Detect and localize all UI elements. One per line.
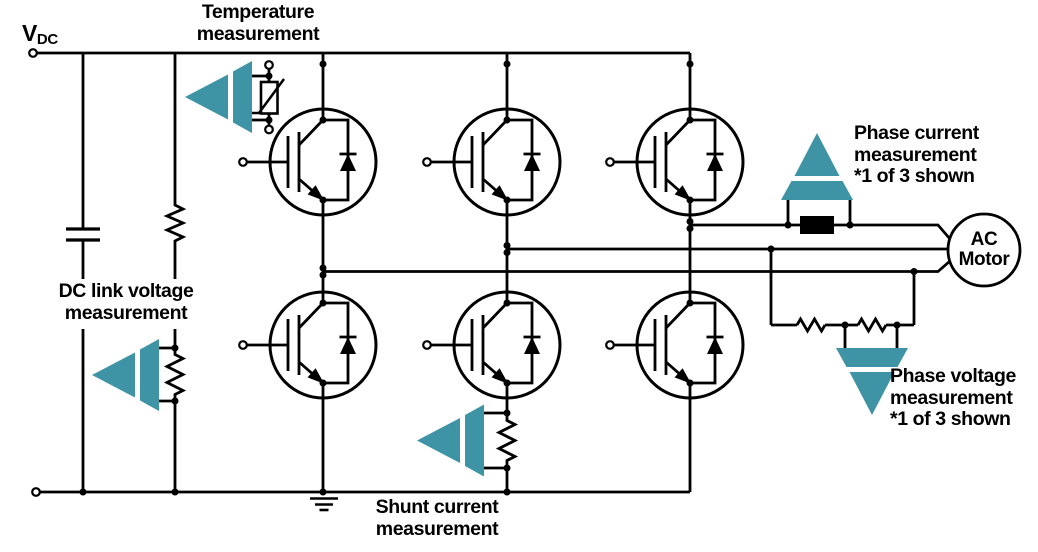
ground-icon (310, 497, 338, 512)
shunt-current-resistor (484, 411, 519, 492)
phase-current-shunt (784, 200, 854, 234)
dc-link-capacitor (66, 227, 100, 242)
vdc-subscript: DC (36, 31, 58, 48)
shunt-current-measurement-label: Shunt current measurement (375, 496, 499, 540)
igbt-bottom-leg3 (604, 290, 745, 400)
shunt-current-sensor-icon (417, 404, 484, 477)
phase-voltage-divider (769, 249, 916, 348)
thermistor-icon (252, 60, 286, 135)
dc-link-voltage-measurement-label: DC link voltage measurement (58, 280, 194, 324)
temperature-sensor-icon (185, 61, 252, 133)
dc-link-voltage-sensor-icon (92, 339, 159, 411)
temperature-measurement-label: Temperature measurement (196, 1, 320, 45)
igbt-bottom-leg1 (237, 290, 378, 400)
igbt-top-leg3 (604, 107, 745, 217)
ac-motor-circle (946, 212, 1022, 288)
phase-output-lines (323, 223, 952, 273)
vdc-label: VDC (22, 20, 58, 48)
phase-current-sensor-icon (781, 133, 853, 200)
phase-current-measurement-label: Phase current measurement *1 of 3 shown (854, 122, 979, 187)
dc-link-divider-resistors (159, 203, 187, 403)
terminal-circles (28, 48, 41, 497)
ac-motor-label: AC Motor (958, 229, 1010, 270)
junction-dots (79, 60, 918, 496)
phase-voltage-measurement-label: Phase voltage measurement *1 of 3 shown (890, 365, 1016, 430)
vdc-main: V (22, 20, 37, 46)
igbt-top-leg1 (237, 107, 378, 217)
igbt-bottom-leg2 (421, 290, 562, 400)
phase-current-shunt-resistor (800, 216, 834, 234)
igbt-top-leg2 (421, 107, 562, 217)
